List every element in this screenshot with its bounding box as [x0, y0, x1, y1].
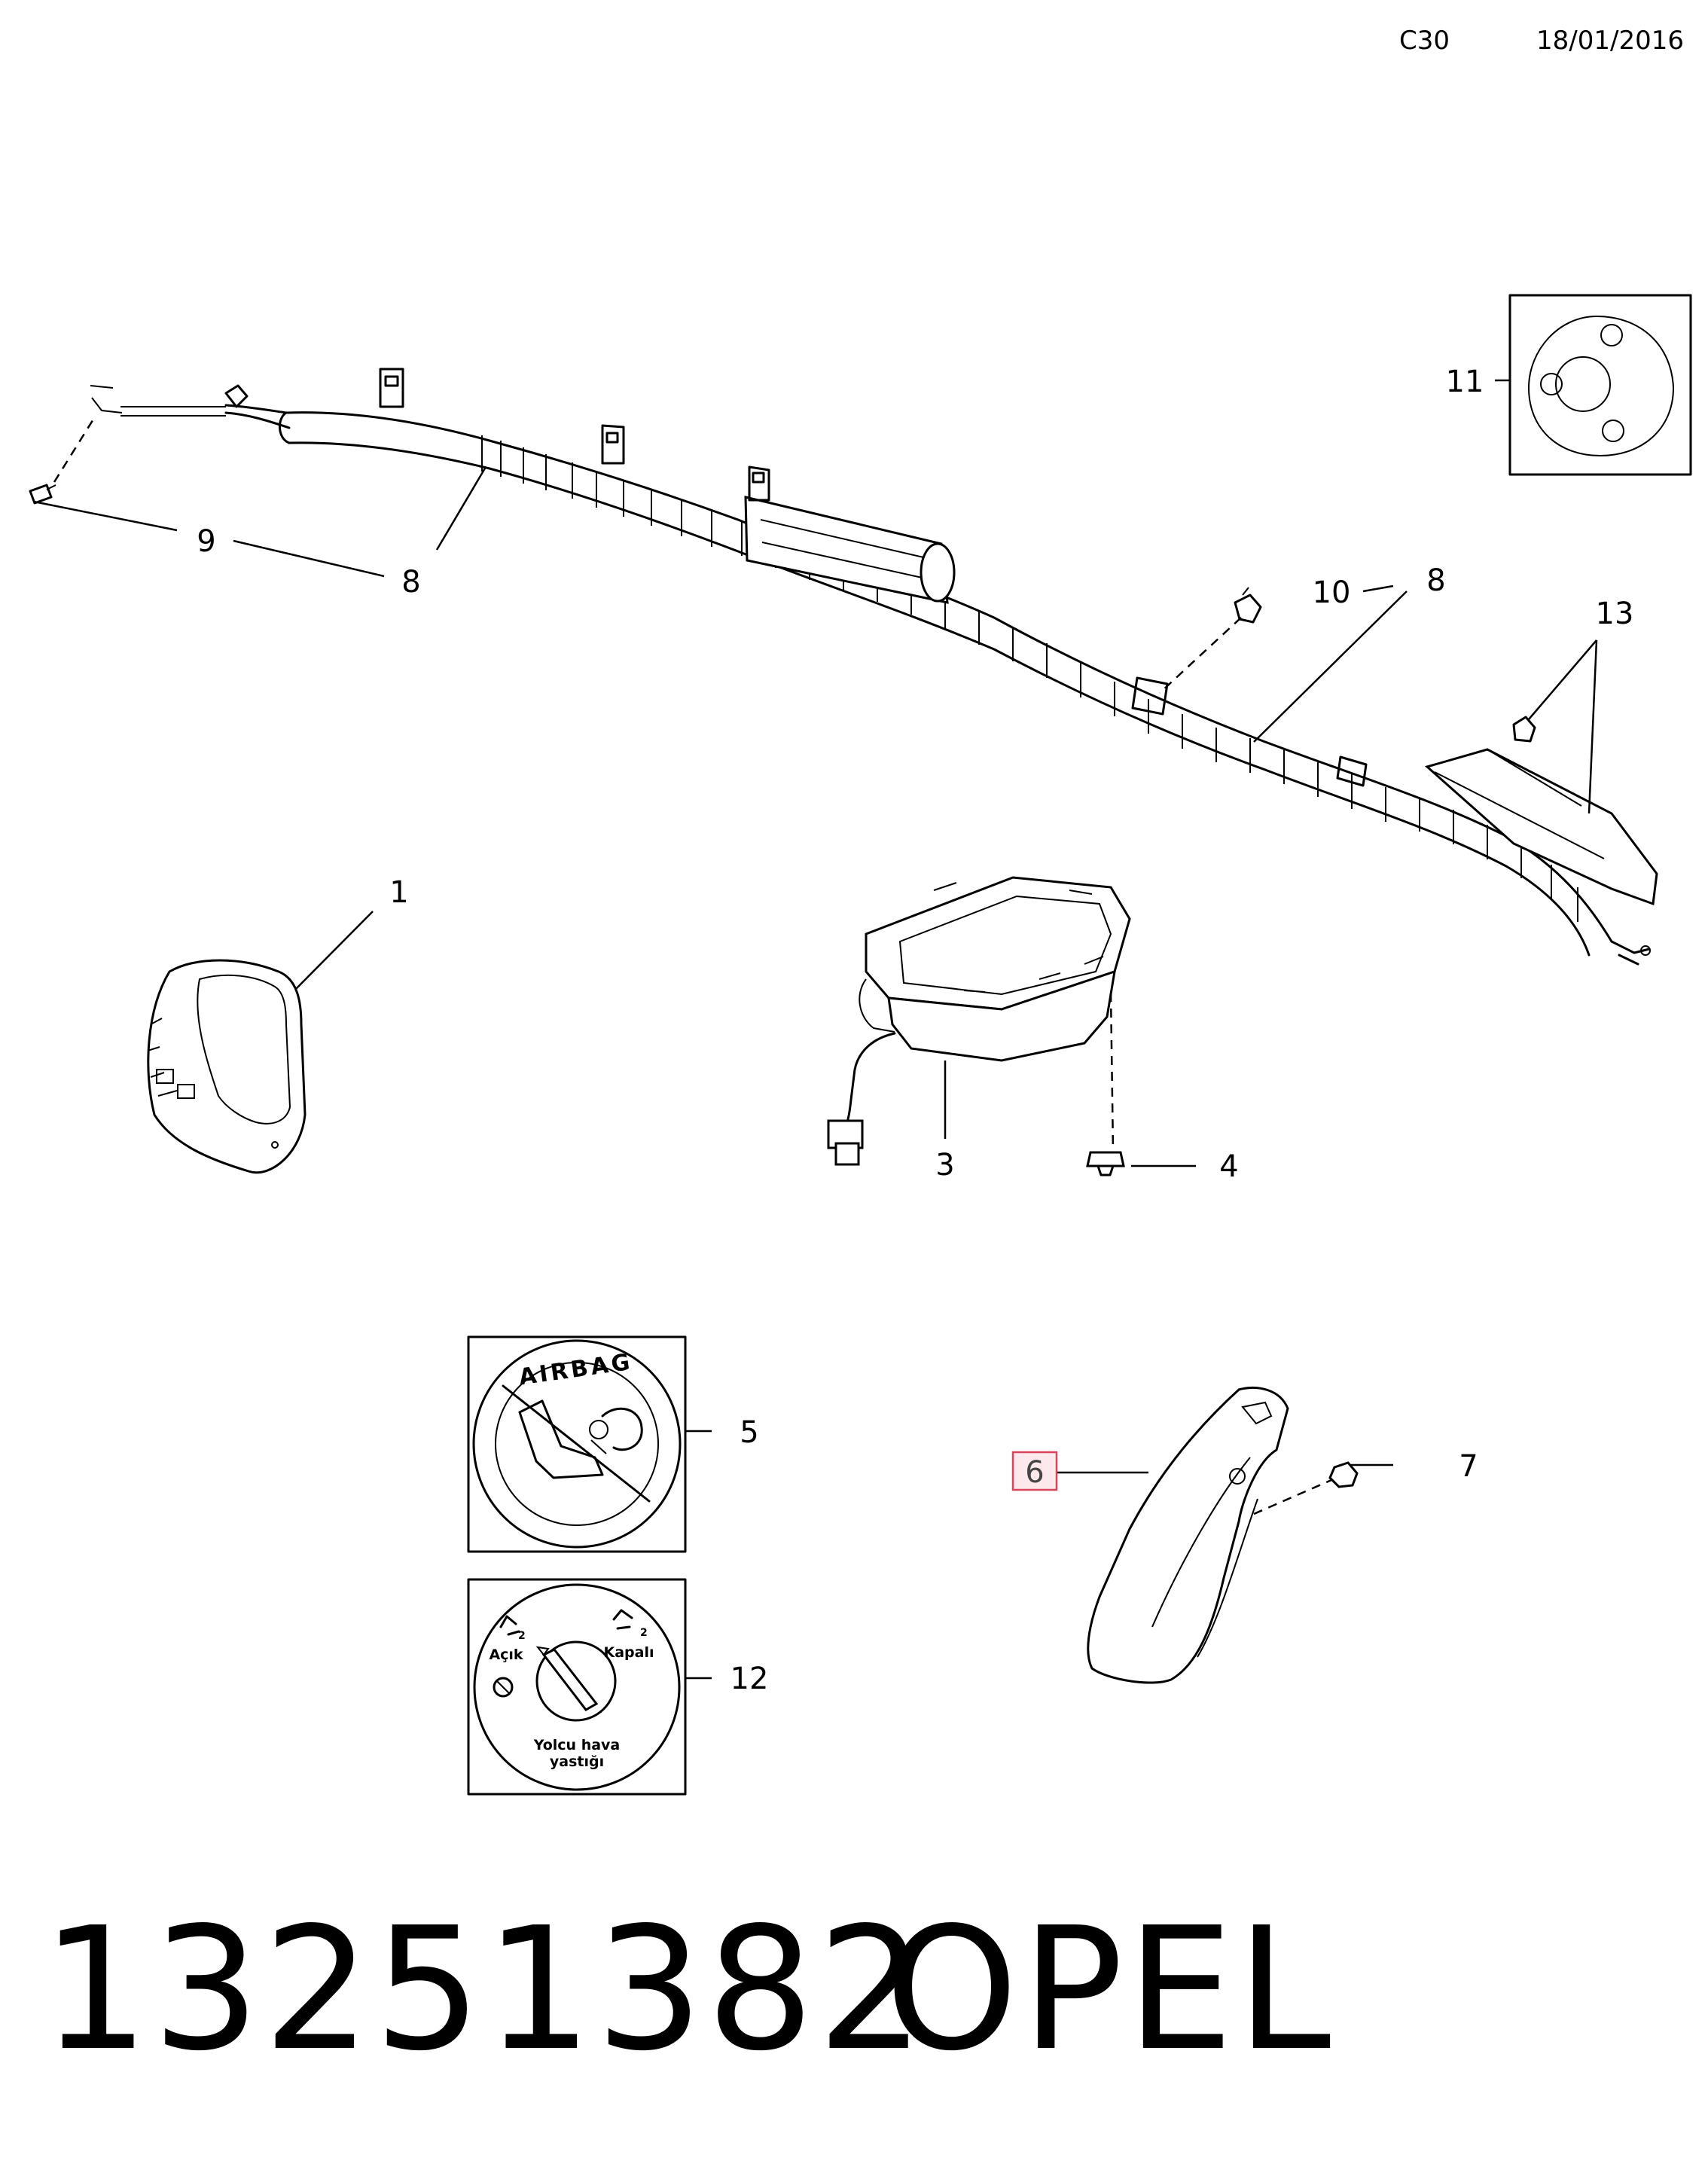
callout-12: 12 [730, 1662, 769, 1696]
airbag-switch-decal-12: Açık Kapalı 2 2 Yolcu hava yastığı [467, 1578, 687, 1796]
switch-off-label: Kapalı [604, 1644, 654, 1661]
switch-off-subscript: 2 [640, 1627, 648, 1639]
callout-8-right: 8 [1426, 563, 1445, 598]
callout-13: 13 [1596, 597, 1634, 631]
nut-7[interactable] [1328, 1461, 1359, 1488]
switch-on-label: Açık [489, 1646, 523, 1663]
damper-washer-11[interactable] [1508, 294, 1692, 476]
diagram-code: C30 [1399, 26, 1450, 56]
curtain-airbag-8[interactable] [90, 368, 1651, 966]
pillar-cover-13[interactable] [1424, 716, 1658, 906]
airbag-warning-decal-5: AIRBAG [467, 1335, 687, 1553]
callout-3: 3 [935, 1148, 954, 1183]
part-number: 13251382 [41, 1891, 929, 2089]
switch-on-subscript: 2 [518, 1630, 526, 1642]
leader-dash-10 [1159, 617, 1242, 694]
leader-dash-9 [53, 417, 96, 483]
switch-caption-line1: Yolcu hava [533, 1737, 621, 1753]
callout-7: 7 [1459, 1449, 1478, 1484]
decal-airbag-banner: AIRBAG [517, 1349, 635, 1391]
bolt-9[interactable] [29, 484, 56, 505]
clip-10[interactable] [1234, 587, 1262, 624]
passenger-airbag-3[interactable] [827, 876, 1131, 1166]
callout-11: 11 [1446, 365, 1484, 399]
clip-4[interactable] [1086, 1151, 1125, 1177]
callout-1: 1 [389, 875, 408, 910]
callout-9: 9 [197, 524, 215, 559]
callout-leaders [33, 379, 1598, 1680]
callout-6: 6 [1025, 1455, 1044, 1490]
brand-name: OPEL [885, 1891, 1334, 2089]
leader-dash-7 [1253, 1479, 1332, 1515]
diagram-date: 18/01/2016 [1536, 26, 1684, 56]
callout-5: 5 [740, 1415, 758, 1450]
steering-airbag-1[interactable] [147, 959, 307, 1174]
callout-8-left: 8 [401, 565, 420, 600]
switch-caption-line2: yastığı [550, 1753, 604, 1770]
leader-dash-4 [1109, 992, 1115, 1152]
callout-6-highlight [1011, 1451, 1058, 1491]
callout-4: 4 [1219, 1149, 1238, 1184]
callout-10: 10 [1313, 575, 1351, 610]
seat-airbag-6[interactable] [1087, 1387, 1289, 1684]
